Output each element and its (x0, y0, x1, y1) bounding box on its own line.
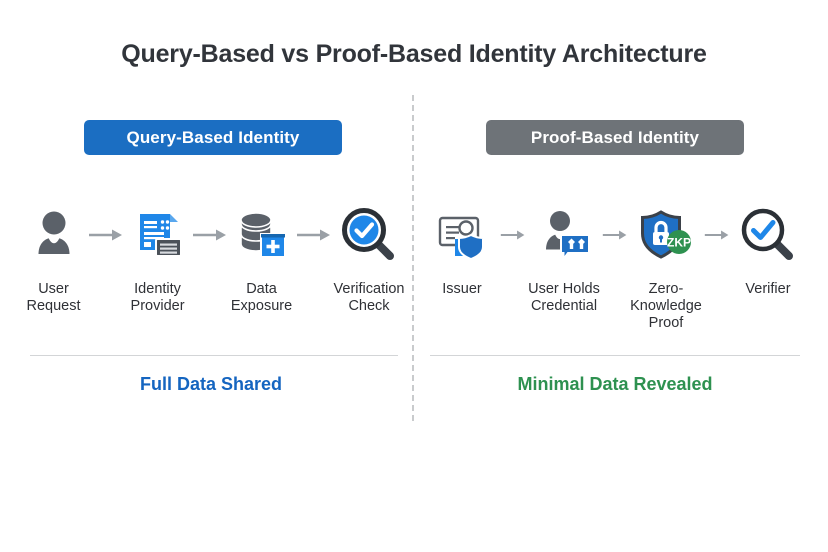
step-label: Data Exposure (230, 281, 293, 314)
zkp-badge-text: ZKP (667, 236, 691, 250)
left-section-rule (30, 355, 398, 356)
step-label: User Request (26, 281, 81, 314)
step-label: Identity Provider (130, 281, 185, 314)
query-based-badge: Query-Based Identity (84, 120, 342, 155)
right-section-rule (430, 355, 800, 356)
query-based-panel: Query-Based Identity User Request (22, 120, 404, 315)
arrow-right-icon (86, 203, 126, 267)
proof-based-flow: Issuer User Holds Cr (424, 203, 806, 332)
vertical-dashed-divider (412, 95, 414, 421)
step-verifier: Verifier (730, 203, 806, 298)
magnifier-check-outline-icon (736, 203, 800, 267)
step-user-request: User Request (22, 203, 86, 315)
proof-based-panel: Proof-Based Identity Issuer (424, 120, 806, 332)
step-verification-check: Verification Check (333, 203, 405, 315)
step-label: User Holds Credential (528, 281, 600, 314)
step-zero-knowledge-proof: ZKP Zero-Knowledge Proof (628, 203, 704, 332)
right-summary-label: Minimal Data Revealed (517, 374, 713, 394)
step-label: Verifier (745, 281, 791, 297)
arrow-right-icon (500, 203, 526, 267)
step-issuer: Issuer (424, 203, 500, 298)
left-summary-label: Full Data Shared (139, 374, 283, 394)
user-credential-badge-icon (532, 203, 596, 267)
page-title: Query-Based vs Proof-Based Identity Arch… (121, 40, 707, 68)
arrow-right-icon (190, 203, 230, 267)
database-plus-icon (230, 203, 294, 267)
identity-document-icon (126, 203, 190, 267)
user-avatar-icon (22, 203, 86, 267)
proof-based-badge: Proof-Based Identity (486, 120, 744, 155)
step-user-holds-credential: User Holds Credential (526, 203, 602, 315)
magnifier-check-filled-icon (337, 203, 401, 267)
arrow-right-icon (294, 203, 334, 267)
step-label: Zero-Knowledge Proof (630, 281, 702, 331)
shield-lock-zkp-icon: ZKP (634, 203, 698, 267)
id-card-shield-icon (430, 203, 494, 267)
step-label: Verification Check (333, 281, 405, 314)
step-data-exposure: Data Exposure (230, 203, 294, 315)
query-based-flow: User Request (22, 203, 404, 315)
arrow-right-icon (602, 203, 628, 267)
step-identity-provider: Identity Provider (126, 203, 190, 315)
arrow-right-icon (704, 203, 730, 267)
step-label: Issuer (442, 281, 482, 297)
